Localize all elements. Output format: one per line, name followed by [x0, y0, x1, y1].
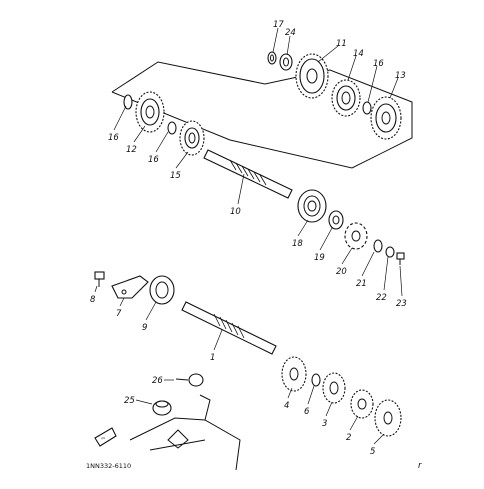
callout-4: 4: [284, 401, 289, 411]
gear-11: [295, 53, 329, 99]
callout-13: 13: [395, 71, 406, 81]
gear-4: [281, 356, 307, 392]
callout-9: 9: [142, 323, 147, 333]
gear-14: [331, 79, 361, 117]
washer-16b: [167, 121, 177, 135]
callout-26: 26: [152, 376, 163, 386]
corner-mark: r: [418, 461, 422, 471]
callout-25: 25: [124, 396, 135, 406]
callout-14: 14: [353, 49, 364, 59]
bearing-18: [297, 189, 327, 223]
gear-15: [179, 120, 205, 156]
seal-19: [328, 210, 344, 230]
callout-10: 10: [230, 207, 241, 217]
cap-25: [152, 400, 172, 416]
drawing-code: 1NN332-6110: [86, 462, 131, 470]
callout-8: 8: [90, 295, 96, 305]
callout-6: 6: [304, 407, 310, 417]
bolt-23: [396, 252, 405, 265]
callout-17: 17: [273, 20, 284, 30]
washer-17: [267, 51, 277, 65]
callout-18: 18: [292, 239, 303, 249]
gear-2: [350, 389, 374, 419]
bearing-9: [149, 275, 175, 305]
callout-23: 23: [396, 299, 407, 309]
lock-washer-21: [373, 239, 383, 253]
callout-21: 21: [356, 279, 367, 289]
washer-24: [279, 53, 293, 71]
callout-16a: 16: [108, 133, 119, 143]
plate-7: [111, 275, 149, 299]
main-axle-10: [203, 149, 293, 199]
washer-16c: [362, 101, 372, 115]
callout-20: 20: [336, 267, 347, 277]
cap-26: [175, 373, 204, 387]
callout-16b: 16: [148, 155, 159, 165]
gear-5: [374, 399, 402, 437]
callout-5: 5: [370, 447, 375, 457]
crankcase-fragment: ⇦: [94, 394, 241, 471]
nut-22: [385, 246, 395, 258]
callout-7: 7: [116, 309, 122, 319]
callout-24: 24: [285, 28, 296, 38]
gear-3: [322, 372, 346, 404]
washer-16a: [123, 94, 133, 110]
arrow-mark: ⇦: [101, 436, 105, 442]
callout-12: 12: [126, 145, 137, 155]
assembly-outline: [111, 61, 413, 169]
callout-19: 19: [314, 253, 325, 263]
sprocket-20: [344, 222, 368, 250]
callout-2: 2: [346, 433, 351, 443]
gear-13: [370, 96, 402, 140]
callout-1: 1: [210, 353, 215, 363]
axle-1: [181, 301, 277, 355]
leader-lines: [94, 27, 403, 445]
callout-22: 22: [376, 293, 387, 303]
washer-6: [311, 373, 321, 387]
callout-15: 15: [170, 171, 181, 181]
gear-12: [135, 91, 165, 133]
callout-16c: 16: [373, 59, 384, 69]
bolt-8: [94, 271, 105, 287]
callout-11: 11: [336, 39, 347, 49]
callout-3: 3: [322, 419, 327, 429]
